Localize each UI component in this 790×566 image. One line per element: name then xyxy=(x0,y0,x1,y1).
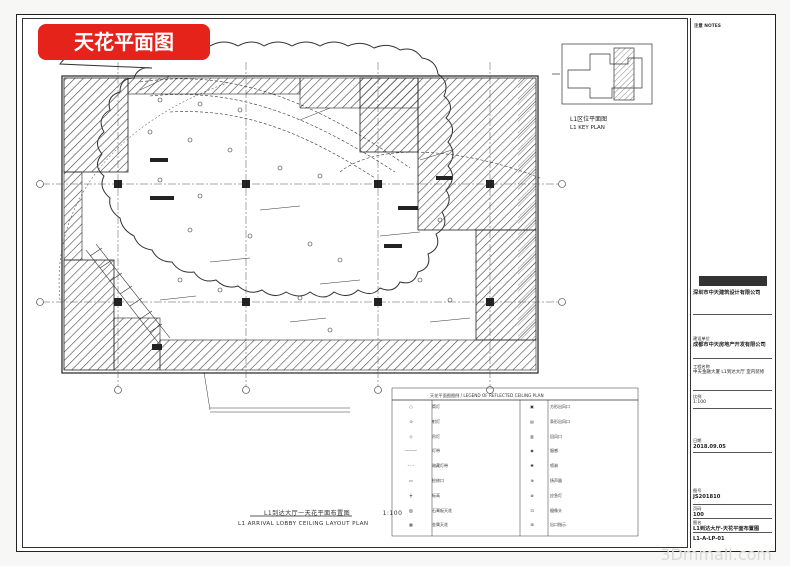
legend-symbol: ▥ xyxy=(530,433,534,439)
legend-text: 摄像头 xyxy=(550,507,562,513)
revision-cloud xyxy=(59,40,454,298)
legend-text: 出口指示 xyxy=(550,522,566,528)
sheet-title: L1到达大厅-天花平面布置图 xyxy=(693,526,760,532)
legend-row: ▭ 检修口 ⊕ 扬声器 xyxy=(392,476,638,485)
legend-text: 条形出风口 xyxy=(550,418,570,424)
legend-row: ▨ 石膏板天花 ⊡ 摄像头 xyxy=(392,506,638,515)
watermark: 3Dmmall.com xyxy=(660,545,772,564)
legend-symbol: - - - xyxy=(407,463,415,469)
project-name: 中天金融大厦 L1到达大厅 室内装修 xyxy=(693,370,765,375)
legend-text: 应急灯 xyxy=(550,492,562,498)
date-value: 2018.09.05 xyxy=(693,444,726,450)
drawing-title-cn-text: L1到达大厅一天花平面布置图 xyxy=(264,510,351,517)
notes-heading: 注意 NOTES xyxy=(694,24,721,29)
legend-text: 回风口 xyxy=(550,433,562,439)
legend-row: ⊙ 射灯 ▤ 条形出风口 xyxy=(392,417,638,426)
drawing-area xyxy=(22,18,688,548)
legend-symbol: ▣ xyxy=(530,404,534,409)
legend-symbol: ⊕ xyxy=(530,478,534,483)
scale-value: 1:100 xyxy=(693,400,706,405)
legend-symbol: ⊗ xyxy=(530,492,534,498)
client-label: 建设单位 xyxy=(693,336,710,341)
legend-symbol: ▭ xyxy=(409,478,413,483)
legend-title: 天花平面图图例 / LEGEND OF REFLECTED CEILING PL… xyxy=(430,393,544,398)
legend-text: 检修口 xyxy=(432,478,444,483)
title-block: 深圳市中天建筑设计有限公司 建设单位 成都市中天房地产开发有限公司 工程名称 中… xyxy=(690,18,774,548)
legend-table: ○ 筒灯 ▣ 方形出风口 ⊙ 射灯 ▤ 条形出风口 ◇ 吊灯 ▥ 回风口 ——— 灯带 ◉ 烟感 - - - 暗藏… xyxy=(392,400,638,536)
date-label: 日期 xyxy=(693,438,702,443)
legend-row: ——— 灯带 ◉ 烟感 xyxy=(392,446,638,455)
client-name: 成都市中天房地产开发有限公司 xyxy=(693,342,766,348)
sheet-label: 页码 xyxy=(693,506,702,511)
legend-text: 标高 xyxy=(432,492,440,498)
legend-text: 烟感 xyxy=(550,448,558,454)
legend-symbol: ——— xyxy=(405,448,417,454)
legend-text: 射灯 xyxy=(432,418,440,424)
title-label: 图名 xyxy=(693,520,702,525)
legend-text: 金属天花 xyxy=(432,522,448,528)
project-label: 工程名称 xyxy=(693,364,710,369)
legend-row: - - - 暗藏灯带 ✱ 喷淋 xyxy=(392,461,638,470)
legend-symbol: ◇ xyxy=(409,433,413,439)
scale-label: 比例 xyxy=(693,394,702,399)
legend-symbol: ▨ xyxy=(409,507,413,513)
legend-symbol: ◉ xyxy=(530,448,534,454)
drawing-title-cn: L1到达大厅一天花平面布置图 1:100 xyxy=(264,508,402,517)
drawing-scale: 1:100 xyxy=(382,510,403,517)
legend-symbol: ⊙ xyxy=(409,418,413,424)
company-logo xyxy=(699,276,767,286)
legend-symbol: ✱ xyxy=(530,463,534,469)
page-title-badge: 天花平面图 xyxy=(38,24,210,60)
legend-text: 灯带 xyxy=(432,448,440,454)
legend-symbol: ○ xyxy=(409,404,413,409)
legend-row: ○ 筒灯 ▣ 方形出风口 xyxy=(392,402,638,411)
sheet-value: 100 xyxy=(693,512,704,518)
legend-symbol: ▦ xyxy=(409,522,413,528)
legend-row: ▦ 金属天花 ⊞ 出口指示 xyxy=(392,520,638,529)
drawing-no-label: 图号 xyxy=(693,488,702,493)
legend-text: 喷淋 xyxy=(550,463,558,469)
legend-text: 扬声器 xyxy=(550,478,562,483)
key-plan-title-cn: L1区位平面图 xyxy=(570,116,608,123)
legend-row: ◇ 吊灯 ▥ 回风口 xyxy=(392,432,638,441)
legend-symbol: ⊞ xyxy=(530,522,534,528)
key-plan-title-en: L1 KEY PLAN xyxy=(570,125,605,131)
drawing-no-value: JS201810 xyxy=(693,494,721,500)
company-name: 深圳市中天建筑设计有限公司 xyxy=(693,290,761,296)
legend-symbol: ╪ xyxy=(409,492,413,498)
legend-symbol: ▤ xyxy=(530,418,534,424)
legend-symbol: ⊡ xyxy=(530,507,534,513)
legend-text: 筒灯 xyxy=(432,404,440,409)
legend-text: 方形出风口 xyxy=(550,404,570,409)
general-notes: 注意 NOTES xyxy=(694,24,772,30)
key-plan-drawing xyxy=(552,43,653,105)
legend-text: 石膏板天花 xyxy=(432,507,452,513)
legend-text: 暗藏灯带 xyxy=(432,463,448,469)
drawing-title-en: L1 ARRIVAL LOBBY CEILING LAYOUT PLAN xyxy=(238,521,369,527)
drawing-code: L1-A-LP-01 xyxy=(693,536,725,542)
legend-text: 吊灯 xyxy=(432,433,440,439)
legend-row: ╪ 标高 ⊗ 应急灯 xyxy=(392,491,638,500)
